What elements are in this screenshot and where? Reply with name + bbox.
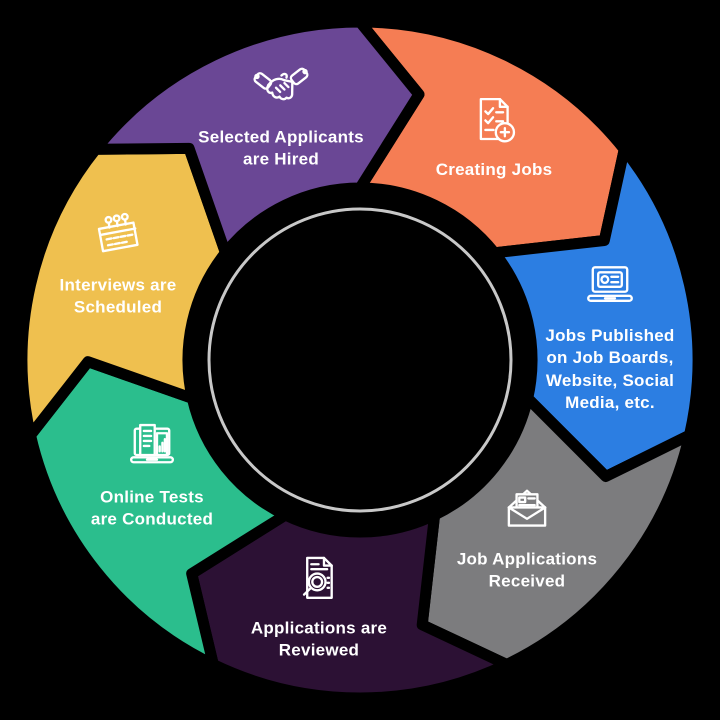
- center-ring: [207, 207, 513, 513]
- segments-layer: [16, 16, 704, 704]
- segment-shape-selected-hired: [90, 16, 425, 259]
- segment-shape-creating-jobs: [354, 16, 630, 259]
